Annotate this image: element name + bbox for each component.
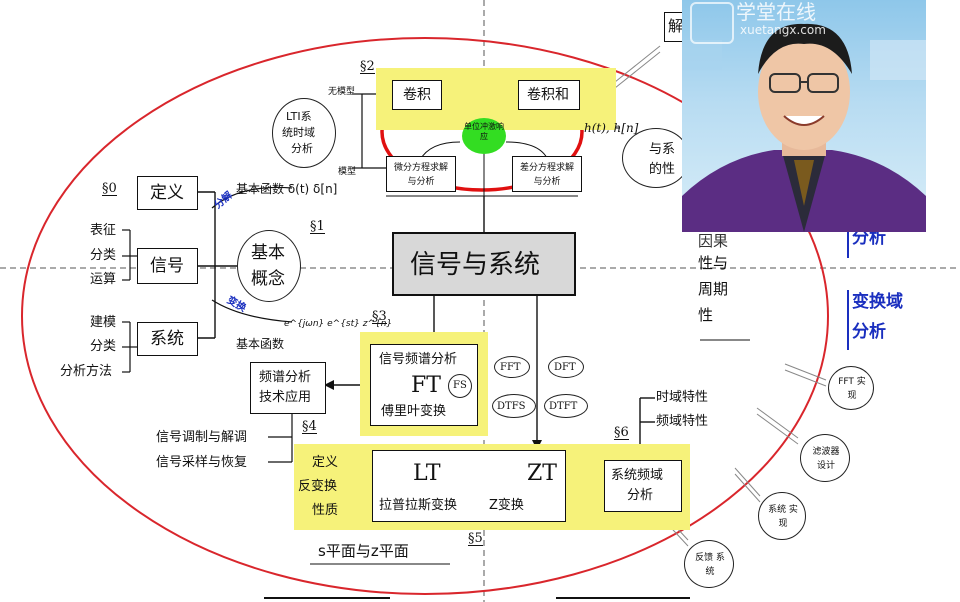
signal-box: 信号	[137, 248, 198, 284]
concept-line2: 概念	[251, 269, 285, 289]
badge-dft: DFT	[548, 356, 584, 378]
section-1: §1	[310, 219, 325, 234]
partial-top-box: 解	[664, 12, 686, 42]
system-item-method: 分析方法	[60, 364, 113, 379]
lti-line3: 分析	[291, 142, 313, 155]
difference-eq-box: 差分方程求解与分析	[512, 156, 582, 192]
define-box: 定义	[137, 176, 198, 210]
stability-line1: 因果	[698, 232, 729, 250]
impulse-response-node: 单位冲激响应	[462, 118, 506, 154]
transform-domain-line2: 分析	[852, 322, 886, 342]
convolution-sum-box: 卷积和	[518, 80, 580, 110]
lti-circle: LTI系 统时域 分析	[272, 98, 336, 168]
lt-sub: 拉普拉斯变换	[379, 498, 458, 513]
basis-top-label: 基本函数 δ(t) δ[n]	[236, 182, 338, 196]
analysis-cut-label: 分析	[852, 228, 886, 248]
center-title-box: 信号与系统	[392, 232, 576, 296]
spectrum-line1: 频谱分析	[259, 370, 312, 385]
app-system-circle: 系统 实现	[758, 492, 806, 540]
stability-line3: 周期	[698, 280, 729, 298]
system-box: 系统	[137, 322, 198, 356]
section-4: §4	[302, 419, 317, 434]
convolution-box: 卷积	[392, 80, 442, 110]
lti-line2: 统时域	[282, 126, 315, 139]
section-3: §3	[372, 309, 387, 324]
prop-line2: 的性	[649, 162, 676, 177]
sysfreq-line2: 分析	[627, 488, 654, 503]
impulse-function-label: h(t), h[n]	[584, 121, 639, 135]
sampling-label: 信号采样与恢复	[156, 455, 248, 470]
convolution-label: 卷积	[403, 87, 431, 103]
system-label: 系统	[150, 329, 184, 349]
signal-label: 信号	[150, 256, 184, 276]
lti-tag-bottom: 模型	[338, 167, 357, 177]
badge-dtft: DTFT	[544, 394, 588, 418]
freq-char-label: 频域特性	[656, 414, 709, 429]
time-char-label: 时域特性	[656, 390, 709, 405]
spectrum-app-box: 频谱分析 技术应用	[250, 362, 326, 414]
stability-line2: 性与	[698, 254, 729, 272]
badge-fft: FFT	[494, 356, 530, 378]
partial-top-label: 解	[668, 17, 684, 35]
ft-title: 信号频谱分析	[379, 352, 458, 367]
ft-big: FT	[411, 373, 441, 398]
concept-line1: 基本	[251, 243, 285, 263]
lt-side-inverse: 反变换	[298, 479, 338, 494]
convolution-sum-label: 卷积和	[527, 87, 569, 103]
signal-item-operate: 运算	[90, 272, 117, 287]
signal-item-represent: 表征	[90, 223, 117, 238]
lti-line1: LTI系	[286, 110, 312, 123]
lt-zt-box: LT ZT 拉普拉斯变换 Z变换	[372, 450, 566, 522]
app-fft-circle: FFT 实现	[828, 366, 874, 410]
app-filter-circle: 滤波器 设计	[800, 434, 850, 482]
section-0: §0	[102, 181, 117, 196]
impulse-label: 单位冲激响应	[464, 122, 504, 141]
zt-big: ZT	[527, 461, 557, 486]
transform-domain-line1: 变换域	[852, 292, 903, 312]
center-title: 信号与系统	[410, 250, 541, 280]
badge-dtfs: DTFS	[492, 394, 536, 418]
difference-eq-label: 差分方程求解与分析	[519, 163, 574, 188]
differential-eq-label: 微分方程求解与分析	[393, 163, 448, 188]
watermark-logo-icon	[690, 2, 734, 44]
ft-sub: 傅里叶变换	[381, 404, 447, 419]
fs-badge: FS	[448, 374, 472, 398]
section-6: §6	[614, 425, 629, 440]
lt-big: LT	[413, 461, 441, 486]
define-label: 定义	[150, 183, 184, 203]
app-feedback-circle: 反馈 系统	[684, 540, 734, 588]
lt-side-property: 性质	[312, 503, 339, 518]
prop-line1: 与系	[649, 142, 676, 157]
system-freq-box: 系统频域 分析	[604, 460, 682, 512]
section-5: §5	[468, 531, 483, 546]
s-plane-label: s平面与z平面	[318, 542, 409, 560]
zt-sub: Z变换	[489, 498, 524, 513]
system-property-circle: 与系 的性	[622, 128, 690, 188]
watermark-title: 学堂在线	[736, 0, 816, 24]
system-item-classify: 分类	[90, 339, 117, 354]
fs-label: FS	[453, 380, 467, 391]
spectrum-line2: 技术应用	[259, 390, 312, 405]
presenter-video-overlay: 学堂在线 xuetangx.com	[682, 0, 926, 232]
basis-bottom-label: 基本函数	[236, 337, 285, 351]
stability-line4: 性	[698, 306, 714, 324]
section-2: §2	[360, 59, 375, 74]
lti-tag-top: 无模型	[328, 87, 356, 97]
sysfreq-line1: 系统频域	[611, 468, 664, 483]
signal-item-classify: 分类	[90, 248, 117, 263]
watermark-url: xuetangx.com	[740, 23, 826, 37]
system-item-model: 建模	[90, 315, 117, 330]
differential-eq-box: 微分方程求解与分析	[386, 156, 456, 192]
presenter-figure	[682, 23, 926, 232]
outer-red-ellipse	[21, 37, 829, 595]
basis-exp-label: e^{jωn} e^{st} z^{n}	[284, 319, 393, 329]
lt-side-define: 定义	[312, 455, 339, 470]
basic-concept-circle: 基本 概念	[237, 230, 301, 302]
modulation-label: 信号调制与解调	[156, 430, 248, 445]
